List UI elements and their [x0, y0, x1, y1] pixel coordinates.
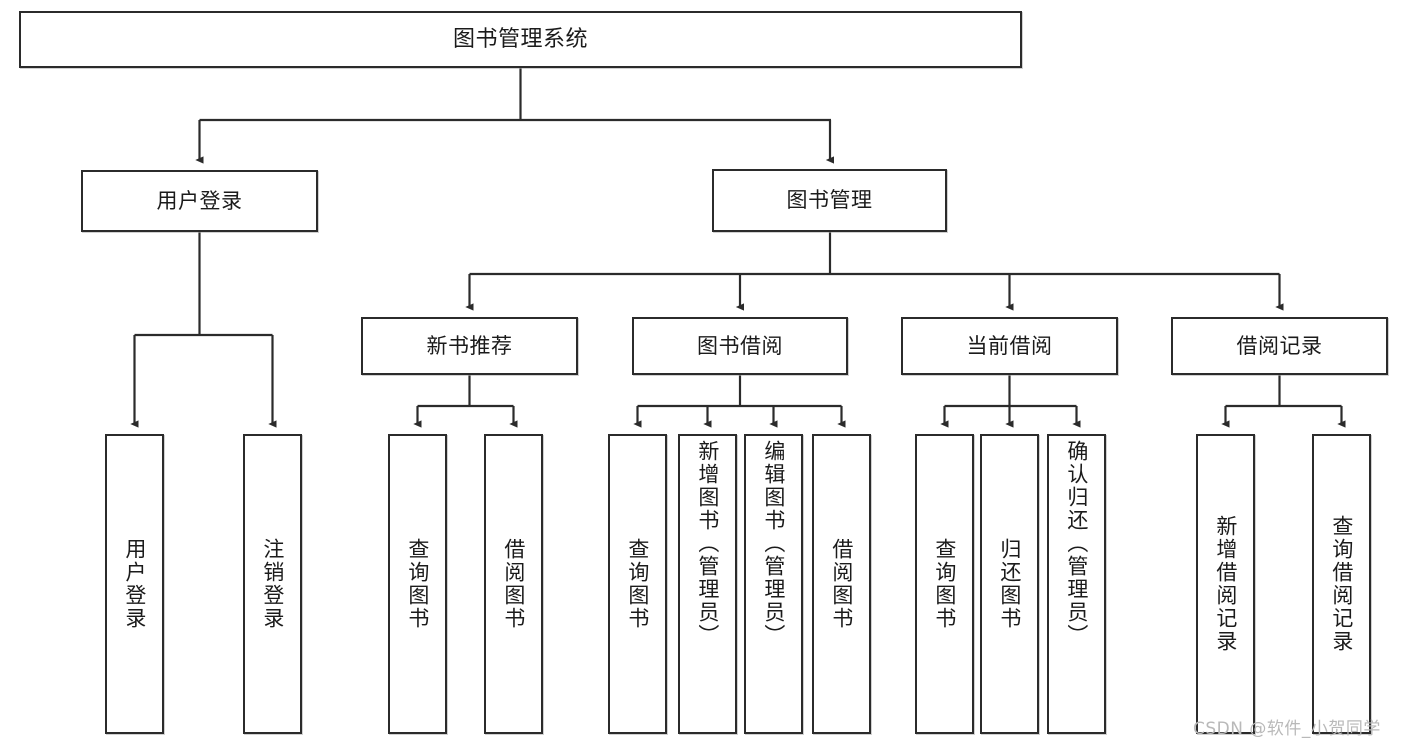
node-label: 借阅图书: [501, 538, 526, 630]
node-label: 当前借阅: [966, 333, 1053, 358]
node-label: 查询图书: [405, 538, 430, 630]
node-user-login[interactable]: 用户登录: [81, 170, 318, 232]
node-label: 查询借阅记录: [1329, 515, 1354, 653]
leaf-add-book[interactable]: 新增图书（管理员）: [678, 434, 737, 734]
leaf-confirm-return[interactable]: 确认归还（管理员）: [1047, 434, 1106, 734]
leaf-return-book[interactable]: 归还图书: [980, 434, 1039, 734]
node-current-borrow[interactable]: 当前借阅: [901, 317, 1118, 375]
node-label: 新增图书（管理员）: [695, 440, 720, 647]
node-book-borrow[interactable]: 图书借阅: [632, 317, 848, 375]
leaf-user-logout[interactable]: 注销登录: [243, 434, 302, 734]
csdn-watermark: CSDN @软件_小贺同学: [1193, 719, 1381, 739]
node-label: 查询图书: [932, 538, 957, 630]
leaf-user-login[interactable]: 用户登录: [105, 434, 164, 734]
node-label: 图书管理: [786, 188, 873, 213]
leaf-edit-book[interactable]: 编辑图书（管理员）: [744, 434, 803, 734]
leaf-query-book-current[interactable]: 查询图书: [915, 434, 974, 734]
node-label: 注销登录: [260, 538, 285, 630]
node-label: 确认归还（管理员）: [1064, 440, 1089, 647]
leaf-borrow-book[interactable]: 借阅图书: [812, 434, 871, 734]
leaf-query-borrow-record[interactable]: 查询借阅记录: [1312, 434, 1371, 734]
node-label: 用户登录: [156, 188, 243, 213]
node-root-system[interactable]: 图书管理系统: [19, 11, 1022, 68]
node-label: 归还图书: [997, 538, 1022, 630]
node-label: 编辑图书（管理员）: [761, 440, 786, 647]
node-label: 新增借阅记录: [1213, 515, 1238, 653]
node-book-manage[interactable]: 图书管理: [712, 169, 947, 232]
leaf-query-book-borrow[interactable]: 查询图书: [608, 434, 667, 734]
node-label: 新书推荐: [426, 333, 513, 358]
node-label: 图书管理系统: [452, 26, 588, 52]
node-label: 借阅记录: [1236, 333, 1323, 358]
node-new-book-recommend[interactable]: 新书推荐: [361, 317, 578, 375]
node-label: 查询图书: [625, 538, 650, 630]
leaf-add-borrow-record[interactable]: 新增借阅记录: [1196, 434, 1255, 734]
node-label: 图书借阅: [697, 333, 783, 358]
leaf-query-book-recommend[interactable]: 查询图书: [388, 434, 447, 734]
node-borrow-record[interactable]: 借阅记录: [1171, 317, 1388, 375]
node-label: 用户登录: [122, 538, 147, 630]
leaf-borrow-book-recommend[interactable]: 借阅图书: [484, 434, 543, 734]
node-label: 借阅图书: [829, 538, 854, 630]
